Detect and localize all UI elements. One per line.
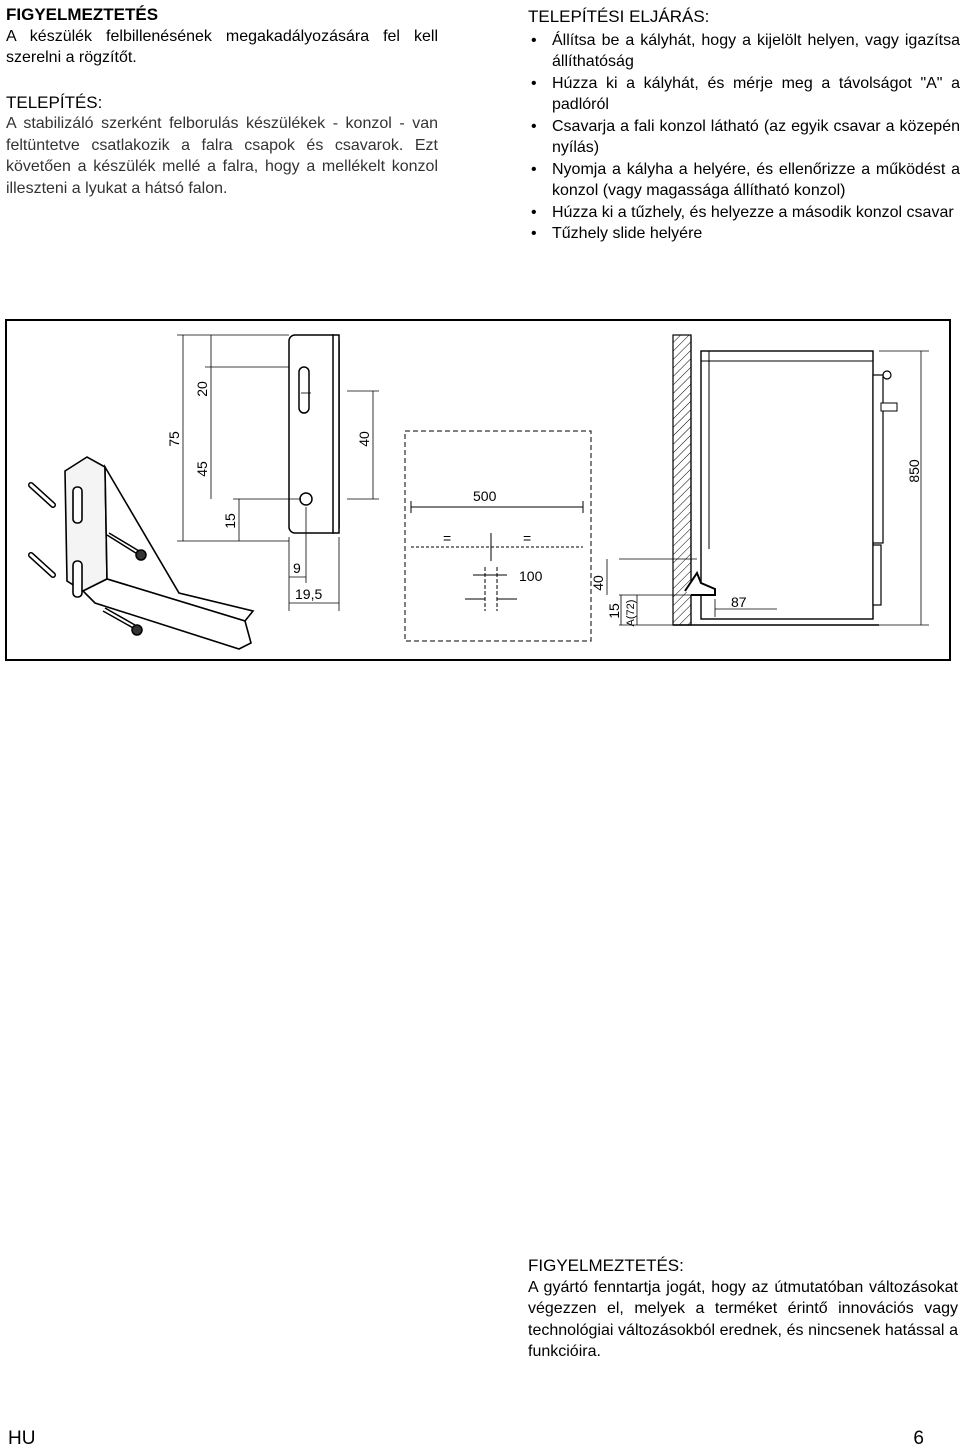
procedure-step: Csavarja a fali konzol látható (az egyik… <box>528 116 960 159</box>
stove-side-view <box>672 334 898 626</box>
dim-19-5: 19,5 <box>295 586 322 602</box>
footer-page-number: 6 <box>913 1428 924 1449</box>
install-text-a: A stabilizáló szerként felborulás készül… <box>6 115 438 154</box>
procedure-title: TELEPÍTÉSI ELJÁRÁS: <box>528 7 710 26</box>
notice-block: FIGYELMEZTETÉS: A gyártó fenntartja jogá… <box>528 1253 958 1363</box>
dim-15-stove: 15 <box>606 603 622 619</box>
dim-15-bracket: 15 <box>222 513 238 529</box>
install-text: A stabilizáló szerként felborulás készül… <box>6 113 438 199</box>
procedure-step: Húzza ki a tűzhely, és helyezze a másodi… <box>528 202 960 224</box>
dim-a72: A(72) <box>625 600 637 627</box>
bracket-perspective <box>64 456 255 650</box>
dim-850: 850 <box>906 459 922 483</box>
left-column: FIGYELMEZTETÉS A készülék felbillenéséne… <box>6 4 438 199</box>
dim-45: 45 <box>194 461 210 477</box>
warning-text: A készülék felbillenésének megakadályozá… <box>6 27 438 67</box>
procedure-step: Állítsa be a kályhát, hogy a kijelölt he… <box>528 30 960 73</box>
wall-plugs-icon <box>28 482 56 578</box>
notice-title: FIGYELMEZTETÉS: <box>528 1256 684 1275</box>
install-text-b: Ezt követően a készülék mellé a falra, h… <box>6 136 438 197</box>
screws-icon <box>102 532 147 636</box>
warning-title: FIGYELMEZTETÉS <box>6 5 159 24</box>
bracket-front-view <box>288 334 340 534</box>
footer-language: HU <box>8 1428 36 1449</box>
procedure-step: Nyomja a kályha a helyére, és ellenőrizz… <box>528 159 960 202</box>
notice-text: A gyártó fenntartja jogát, hogy az útmut… <box>528 1278 958 1361</box>
right-column: TELEPÍTÉSI ELJÁRÁS: Állítsa be a kályhát… <box>528 6 960 245</box>
procedure-step: Húzza ki a kályhát, és mérje meg a távol… <box>528 73 960 116</box>
dim-9: 9 <box>293 560 301 576</box>
dim-20: 20 <box>194 381 210 397</box>
installation-diagram: 75 20 45 15 40 9 19,5 500 = = 100 <box>5 319 951 661</box>
dim-equal-left: = <box>443 530 451 546</box>
procedure-step: Tűzhely slide helyére <box>528 223 960 245</box>
dim-100: 100 <box>519 568 543 584</box>
stove-dimension-lines <box>606 350 929 626</box>
wall-hole-template <box>404 430 592 642</box>
dim-75: 75 <box>166 431 182 447</box>
dim-500: 500 <box>473 488 497 504</box>
dim-87: 87 <box>731 594 747 610</box>
diagram-svg: 75 20 45 15 40 9 19,5 500 = = 100 <box>28 334 929 650</box>
dim-equal-right: = <box>523 530 531 546</box>
dim-40-stove: 40 <box>590 575 606 591</box>
install-title: TELEPÍTÉS: <box>6 92 103 112</box>
dim-40-bracket: 40 <box>356 431 372 447</box>
procedure-steps: Állítsa be a kályhát, hogy a kijelölt he… <box>528 30 960 245</box>
bracket-dimension-lines <box>177 334 379 611</box>
